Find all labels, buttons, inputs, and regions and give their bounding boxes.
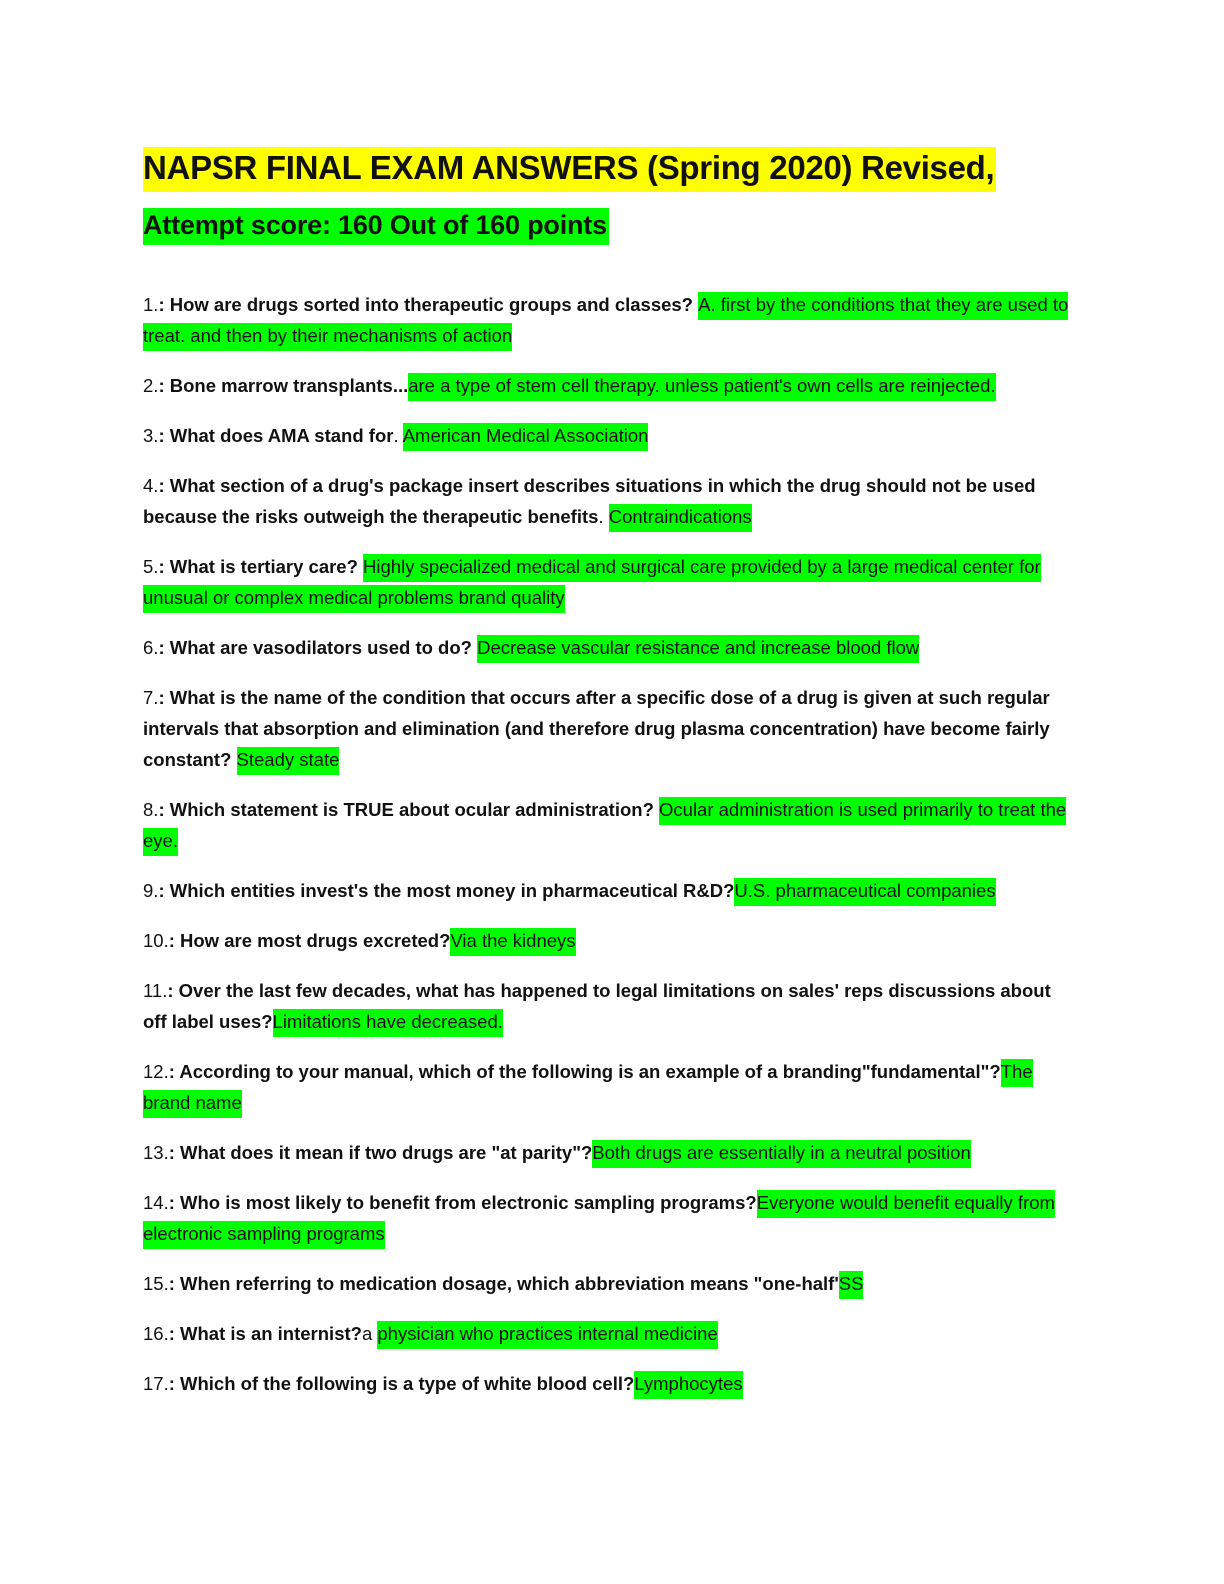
answer-text: American Medical Association — [402, 423, 649, 451]
question-item-9: 9.: Which entities invest's the most mon… — [143, 875, 1074, 906]
question-number: 13. — [143, 1142, 169, 1163]
answer-prefix: a — [361, 1323, 378, 1344]
answer-text: Limitations have decreased. — [272, 1009, 503, 1037]
question-text: : When referring to medication dosage, w… — [168, 1273, 839, 1294]
question-text: : What are vasodilators used to do? — [158, 637, 478, 658]
question-text: : Bone marrow transplants... — [158, 375, 409, 396]
question-number: 2. — [143, 375, 159, 396]
question-text: : Which entities invest's the most money… — [158, 880, 735, 901]
question-item-7: 7.: What is the name of the condition th… — [143, 682, 1074, 775]
question-number: 6. — [143, 637, 159, 658]
answer-prefix: . — [598, 506, 609, 527]
question-item-4: 4.: What section of a drug's package ins… — [143, 470, 1074, 532]
question-item-11: 11.: Over the last few decades, what has… — [143, 975, 1074, 1037]
answer-text: Contraindications — [608, 504, 752, 532]
answer-text: U.S. pharmaceutical companies — [734, 878, 996, 906]
question-text: : What does it mean if two drugs are "at… — [168, 1142, 593, 1163]
question-item-12: 12.: According to your manual, which of … — [143, 1056, 1074, 1118]
question-text: : What does AMA stand for — [158, 425, 394, 446]
question-number: 12. — [143, 1061, 169, 1082]
score-row: Attempt score: 160 Out of 160 points — [143, 200, 1074, 255]
question-number: 10. — [143, 930, 169, 951]
question-number: 1. — [143, 294, 159, 315]
question-list: 1.: How are drugs sorted into therapeuti… — [143, 289, 1074, 1399]
question-text: : What is the name of the condition that… — [143, 687, 1050, 770]
answer-prefix: . — [393, 425, 403, 446]
answer-text: physician who practices internal medicin… — [377, 1321, 718, 1349]
question-item-14: 14.: Who is most likely to benefit from … — [143, 1187, 1074, 1249]
question-item-13: 13.: What does it mean if two drugs are … — [143, 1137, 1074, 1168]
question-item-15: 15.: When referring to medication dosage… — [143, 1268, 1074, 1299]
answer-text: Both drugs are essentially in a neutral … — [592, 1140, 971, 1168]
question-text: : Who is most likely to benefit from ele… — [168, 1192, 757, 1213]
question-text: : What is tertiary care? — [158, 556, 364, 577]
question-item-8: 8.: Which statement is TRUE about ocular… — [143, 794, 1074, 856]
question-number: 9. — [143, 880, 159, 901]
question-item-3: 3.: What does AMA stand for. American Me… — [143, 420, 1074, 451]
answer-text: Steady state — [236, 747, 340, 775]
answer-text: Via the kidneys — [450, 928, 576, 956]
answer-text: SS — [838, 1271, 864, 1299]
answer-text: Lymphocytes — [634, 1371, 743, 1399]
answer-text: Decrease vascular resistance and increas… — [477, 635, 920, 663]
question-number: 4. — [143, 475, 159, 496]
question-number: 14. — [143, 1192, 169, 1213]
question-number: 8. — [143, 799, 159, 820]
question-text: : According to your manual, which of the… — [168, 1061, 1001, 1082]
question-text: : What section of a drug's package inser… — [143, 475, 1036, 527]
question-item-1: 1.: How are drugs sorted into therapeuti… — [143, 289, 1074, 351]
answer-text: are a type of stem cell therapy. unless … — [408, 373, 996, 401]
question-text: : Over the last few decades, what has ha… — [143, 980, 1051, 1032]
question-number: 15. — [143, 1273, 169, 1294]
question-number: 3. — [143, 425, 159, 446]
attempt-score: Attempt score: 160 Out of 160 points — [143, 208, 609, 245]
question-number: 11. — [143, 980, 168, 1001]
question-text: : Which of the following is a type of wh… — [168, 1373, 635, 1394]
question-number: 5. — [143, 556, 159, 577]
question-number: 17. — [143, 1373, 169, 1394]
question-text: : Which statement is TRUE about ocular a… — [158, 799, 660, 820]
question-text: : How are drugs sorted into therapeutic … — [158, 294, 699, 315]
question-item-6: 6.: What are vasodilators used to do? De… — [143, 632, 1074, 663]
question-number: 7. — [143, 687, 159, 708]
question-number: 16. — [143, 1323, 169, 1344]
question-text: : How are most drugs excreted? — [168, 930, 451, 951]
question-item-5: 5.: What is tertiary care? Highly specia… — [143, 551, 1074, 613]
question-item-10: 10.: How are most drugs excreted?Via the… — [143, 925, 1074, 956]
question-item-2: 2.: Bone marrow transplants...are a type… — [143, 370, 1074, 401]
question-item-17: 17.: Which of the following is a type of… — [143, 1368, 1074, 1399]
document-title: NAPSR FINAL EXAM ANSWERS (Spring 2020) R… — [143, 147, 997, 192]
title-row: NAPSR FINAL EXAM ANSWERS (Spring 2020) R… — [143, 143, 1074, 200]
question-item-16: 16.: What is an internist?a physician wh… — [143, 1318, 1074, 1349]
question-text: : What is an internist? — [168, 1323, 362, 1344]
